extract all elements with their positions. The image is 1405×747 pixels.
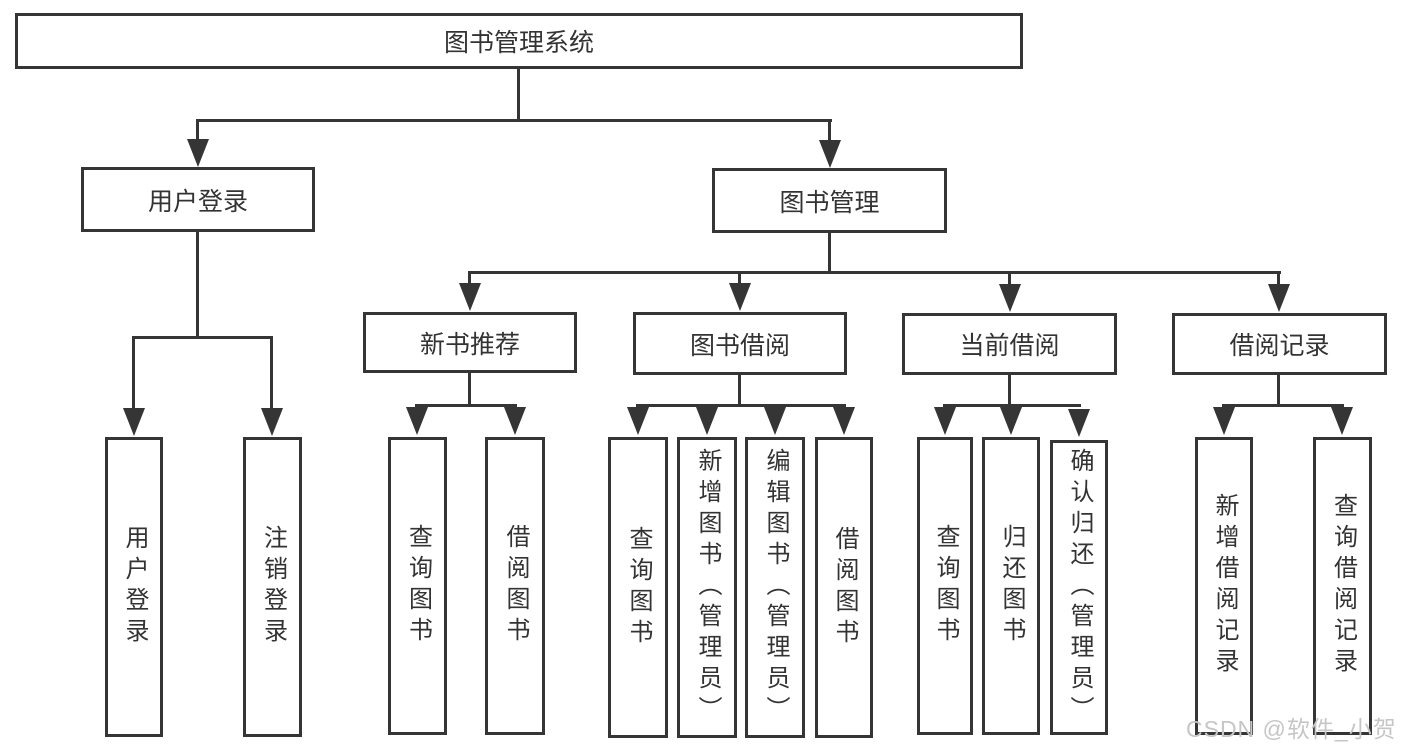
node-book-management: 图书管理 xyxy=(712,168,947,233)
arrow-down-icon xyxy=(406,407,428,435)
leaf-return-books: 归还图书 xyxy=(982,437,1040,735)
edge-line xyxy=(468,372,471,407)
leaf-label: 查询图书 xyxy=(404,524,432,648)
edge-line xyxy=(415,404,517,407)
node-label: 图书管理系统 xyxy=(443,29,594,57)
edge-line xyxy=(1277,271,1280,287)
node-label: 借阅记录 xyxy=(1229,332,1330,360)
edge-line xyxy=(1277,375,1280,407)
edge-line xyxy=(738,271,741,287)
node-label: 当前借阅 xyxy=(959,332,1060,360)
arrow-down-icon xyxy=(187,139,209,167)
arrow-down-icon xyxy=(1268,284,1290,312)
leaf-label: 查询图书 xyxy=(932,524,959,648)
node-label: 新书推荐 xyxy=(419,330,520,359)
leaf-logout: 注销登录 xyxy=(243,437,302,737)
edge-line xyxy=(828,233,831,274)
edge-line xyxy=(1008,375,1011,407)
leaf-add-books-admin: 新增图书（管理员） xyxy=(677,437,737,738)
edge-line xyxy=(196,119,832,122)
node-new-book-recommendation: 新书推荐 xyxy=(363,312,577,373)
edge-line xyxy=(196,119,199,143)
arrow-down-icon xyxy=(123,408,145,436)
edge-line xyxy=(1222,404,1344,407)
arrow-down-icon xyxy=(459,283,481,311)
leaf-confirm-return-admin: 确认归还（管理员） xyxy=(1050,440,1108,735)
leaf-query-books-recommend: 查询图书 xyxy=(388,437,447,735)
arrow-down-icon xyxy=(934,407,956,435)
leaf-label: 新增借阅记录 xyxy=(1211,493,1238,679)
leaf-label: 用户登录 xyxy=(121,525,148,649)
arrow-down-icon xyxy=(999,284,1021,312)
edge-line xyxy=(738,374,741,407)
node-borrowing-records: 借阅记录 xyxy=(1172,313,1387,375)
leaf-label: 注销登录 xyxy=(259,525,287,649)
edge-line xyxy=(636,404,846,407)
leaf-label: 归还图书 xyxy=(998,524,1025,648)
arrow-down-icon xyxy=(627,407,649,435)
node-library-management-system: 图书管理系统 xyxy=(15,13,1023,69)
leaf-user-login: 用户登录 xyxy=(105,437,163,737)
arrow-down-icon xyxy=(729,283,751,311)
node-label: 图书管理 xyxy=(779,188,880,217)
edge-line xyxy=(270,336,273,413)
leaf-label: 新增图书（管理员） xyxy=(694,448,721,727)
arrow-down-icon xyxy=(833,407,855,435)
leaf-label: 编辑图书（管理员） xyxy=(762,448,789,727)
arrow-down-icon xyxy=(696,407,718,435)
leaf-query-books-current: 查询图书 xyxy=(917,437,973,735)
leaf-label: 查询图书 xyxy=(625,525,652,650)
leaf-add-borrow-record: 新增借阅记录 xyxy=(1195,437,1253,735)
leaf-label: 借阅图书 xyxy=(502,524,529,648)
edge-line xyxy=(517,69,520,122)
leaf-query-borrow-record: 查询借阅记录 xyxy=(1313,437,1372,735)
node-user-login: 用户登录 xyxy=(81,167,315,232)
leaf-query-books-borrowing: 查询图书 xyxy=(608,437,668,738)
edge-line xyxy=(196,232,199,339)
leaf-borrow-books-borrowing: 借阅图书 xyxy=(815,437,873,738)
edge-line xyxy=(132,336,135,413)
arrow-down-icon xyxy=(504,407,526,435)
edge-line xyxy=(1008,271,1011,287)
leaf-label: 确认归还（管理员） xyxy=(1066,448,1093,727)
arrow-down-icon xyxy=(1000,407,1022,435)
edge-line xyxy=(828,119,831,143)
node-current-borrowing: 当前借阅 xyxy=(902,313,1117,375)
arrow-down-icon xyxy=(764,407,786,435)
arrow-down-icon xyxy=(819,140,841,168)
edge-line xyxy=(468,271,1281,274)
leaf-label: 查询借阅记录 xyxy=(1329,493,1357,679)
node-label: 用户登录 xyxy=(147,187,248,216)
leaf-label: 借阅图书 xyxy=(831,525,858,650)
csdn-watermark: CSDN @软件_小贺同学 xyxy=(1186,716,1397,742)
edge-line xyxy=(468,271,471,287)
leaf-borrow-books-recommend: 借阅图书 xyxy=(485,437,545,735)
node-label: 图书借阅 xyxy=(689,331,790,360)
arrow-down-icon xyxy=(1213,407,1235,435)
edge-line xyxy=(943,404,1081,407)
edge-line xyxy=(132,336,273,339)
arrow-down-icon xyxy=(261,408,283,436)
arrow-down-icon xyxy=(1331,407,1353,435)
node-book-borrowing: 图书借阅 xyxy=(633,312,847,375)
leaf-edit-books-admin: 编辑图书（管理员） xyxy=(745,437,805,738)
arrow-down-icon xyxy=(1068,409,1090,437)
